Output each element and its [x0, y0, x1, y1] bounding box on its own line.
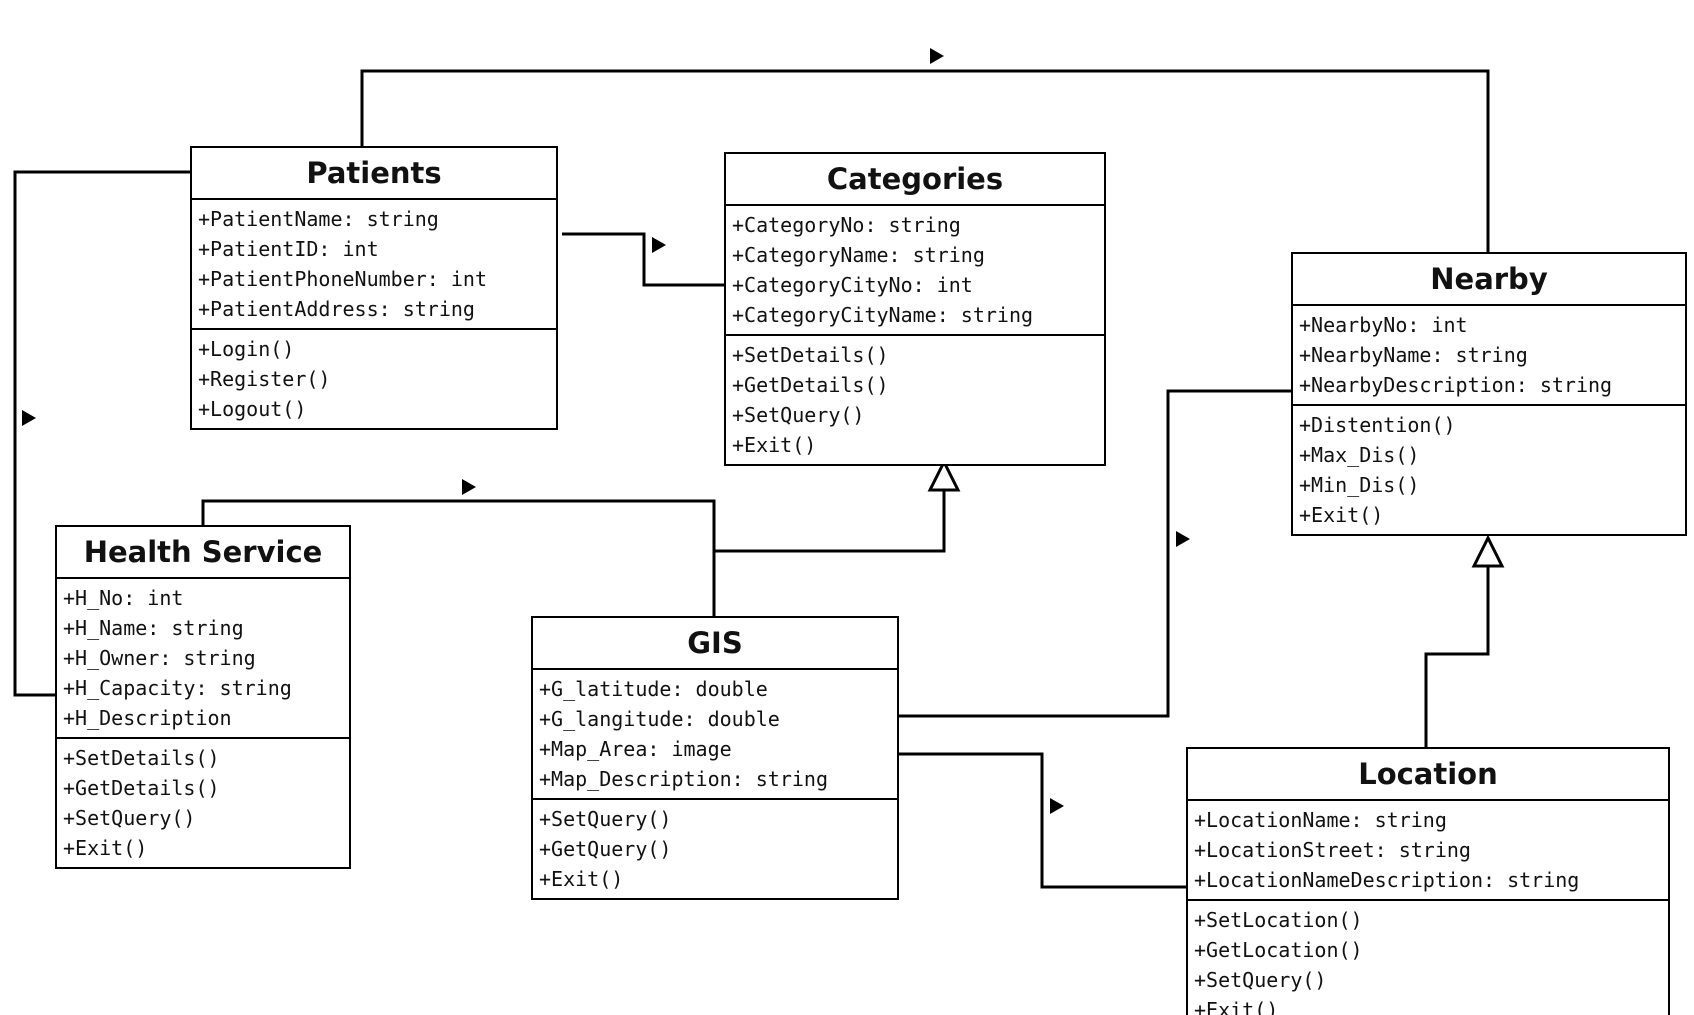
attribute: +PatientID: int	[198, 237, 379, 261]
assoc-gis-nearby-line	[896, 389, 1291, 718]
method: +SetQuery()	[63, 806, 196, 830]
method: +SetQuery()	[732, 403, 865, 427]
assoc-patients-categories-line	[562, 232, 724, 287]
class-patients-methods: +Login() +Register() +Logout()	[192, 330, 556, 428]
assoc-gis-location-arrowhead	[1050, 798, 1064, 814]
attribute: +LocationName: string	[1194, 808, 1447, 832]
attribute: +H_Owner: string	[63, 646, 256, 670]
method: +Exit()	[539, 867, 624, 891]
attribute: +H_Description	[63, 706, 232, 730]
method: +SetQuery()	[1194, 968, 1327, 992]
attribute: +PatientAddress: string	[198, 297, 475, 321]
assoc-healthservice-gis-arrowhead	[462, 479, 476, 495]
method: +Exit()	[732, 433, 817, 457]
class-location-attributes: +LocationName: string +LocationStreet: s…	[1188, 801, 1668, 901]
attribute: +PatientName: string	[198, 207, 439, 231]
class-location[interactable]: Location +LocationName: string +Location…	[1186, 747, 1670, 1015]
class-nearby-methods: +Distention() +Max_Dis() +Min_Dis() +Exi…	[1293, 406, 1685, 534]
method: +Register()	[198, 367, 331, 391]
method: +GetDetails()	[63, 776, 220, 800]
class-categories-methods: +SetDetails() +GetDetails() +SetQuery() …	[726, 336, 1104, 464]
method: +SetDetails()	[63, 746, 220, 770]
class-categories[interactable]: Categories +CategoryNo: string +Category…	[724, 152, 1106, 466]
class-location-methods: +SetLocation() +GetLocation() +SetQuery(…	[1188, 901, 1668, 1015]
attribute: +Map_Description: string	[539, 767, 828, 791]
attribute: +NearbyDescription: string	[1299, 373, 1613, 397]
assoc-patients-nearby-arrowhead	[930, 48, 944, 64]
class-nearby-title: Nearby	[1293, 254, 1685, 306]
assoc-patients-healthservice-line	[13, 170, 190, 697]
class-categories-title: Categories	[726, 154, 1104, 206]
assoc-patients-categories-arrowhead	[652, 237, 666, 253]
attribute: +PatientPhoneNumber: int	[198, 267, 487, 291]
attribute: +CategoryCityNo: int	[732, 273, 973, 297]
attribute: +CategoryNo: string	[732, 213, 961, 237]
class-nearby[interactable]: Nearby +NearbyNo: int +NearbyName: strin…	[1291, 252, 1687, 536]
assoc-patients-healthservice-arrowhead	[22, 410, 36, 426]
class-gis-title: GIS	[533, 618, 897, 670]
class-patients[interactable]: Patients +PatientName: string +PatientID…	[190, 146, 558, 430]
assoc-gis-location-line	[896, 752, 1186, 889]
method: +Exit()	[63, 836, 148, 860]
attribute: +NearbyName: string	[1299, 343, 1528, 367]
gen-gis-categories-line	[714, 490, 946, 553]
attribute: +NearbyNo: int	[1299, 313, 1468, 337]
class-gis-methods: +SetQuery() +GetQuery() +Exit()	[533, 800, 897, 898]
attribute: +CategoryCityName: string	[732, 303, 1034, 327]
attribute: +H_Capacity: string	[63, 676, 292, 700]
method: +Max_Dis()	[1299, 443, 1420, 467]
assoc-patients-nearby-line	[360, 69, 1490, 252]
assoc-gis-nearby-arrowhead	[1176, 531, 1190, 547]
class-patients-attributes: +PatientName: string +PatientID: int +Pa…	[192, 200, 556, 330]
method: +GetDetails()	[732, 373, 889, 397]
method: +Exit()	[1299, 503, 1384, 527]
class-gis[interactable]: GIS +G_latitude: double +G_langitude: do…	[531, 616, 899, 900]
attribute: +LocationStreet: string	[1194, 838, 1471, 862]
method: +Logout()	[198, 397, 307, 421]
class-location-title: Location	[1188, 749, 1668, 801]
attribute: +CategoryName: string	[732, 243, 985, 267]
method: +SetQuery()	[539, 807, 672, 831]
method: +GetLocation()	[1194, 938, 1363, 962]
class-health-service-methods: +SetDetails() +GetDetails() +SetQuery() …	[57, 739, 349, 867]
method: +SetLocation()	[1194, 908, 1363, 932]
class-categories-attributes: +CategoryNo: string +CategoryName: strin…	[726, 206, 1104, 336]
attribute: +Map_Area: image	[539, 737, 732, 761]
class-nearby-attributes: +NearbyNo: int +NearbyName: string +Near…	[1293, 306, 1685, 406]
method: +Distention()	[1299, 413, 1456, 437]
gen-gis-categories-triangle	[927, 458, 961, 492]
class-gis-attributes: +G_latitude: double +G_langitude: double…	[533, 670, 897, 800]
attribute: +G_langitude: double	[539, 707, 780, 731]
assoc-healthservice-gis-line	[201, 499, 716, 616]
attribute: +G_latitude: double	[539, 677, 768, 701]
class-health-service[interactable]: Health Service +H_No: int +H_Name: strin…	[55, 525, 351, 869]
gen-location-nearby-triangle	[1471, 534, 1505, 568]
gen-location-nearby-line	[1424, 566, 1490, 747]
attribute: +H_Name: string	[63, 616, 244, 640]
method: +Min_Dis()	[1299, 473, 1420, 497]
attribute: +H_No: int	[63, 586, 184, 610]
method: +SetDetails()	[732, 343, 889, 367]
class-health-service-attributes: +H_No: int +H_Name: string +H_Owner: str…	[57, 579, 349, 739]
class-patients-title: Patients	[192, 148, 556, 200]
method: +Exit()	[1194, 998, 1279, 1015]
method: +GetQuery()	[539, 837, 672, 861]
method: +Login()	[198, 337, 295, 361]
class-health-service-title: Health Service	[57, 527, 349, 579]
attribute: +LocationNameDescription: string	[1194, 868, 1580, 892]
